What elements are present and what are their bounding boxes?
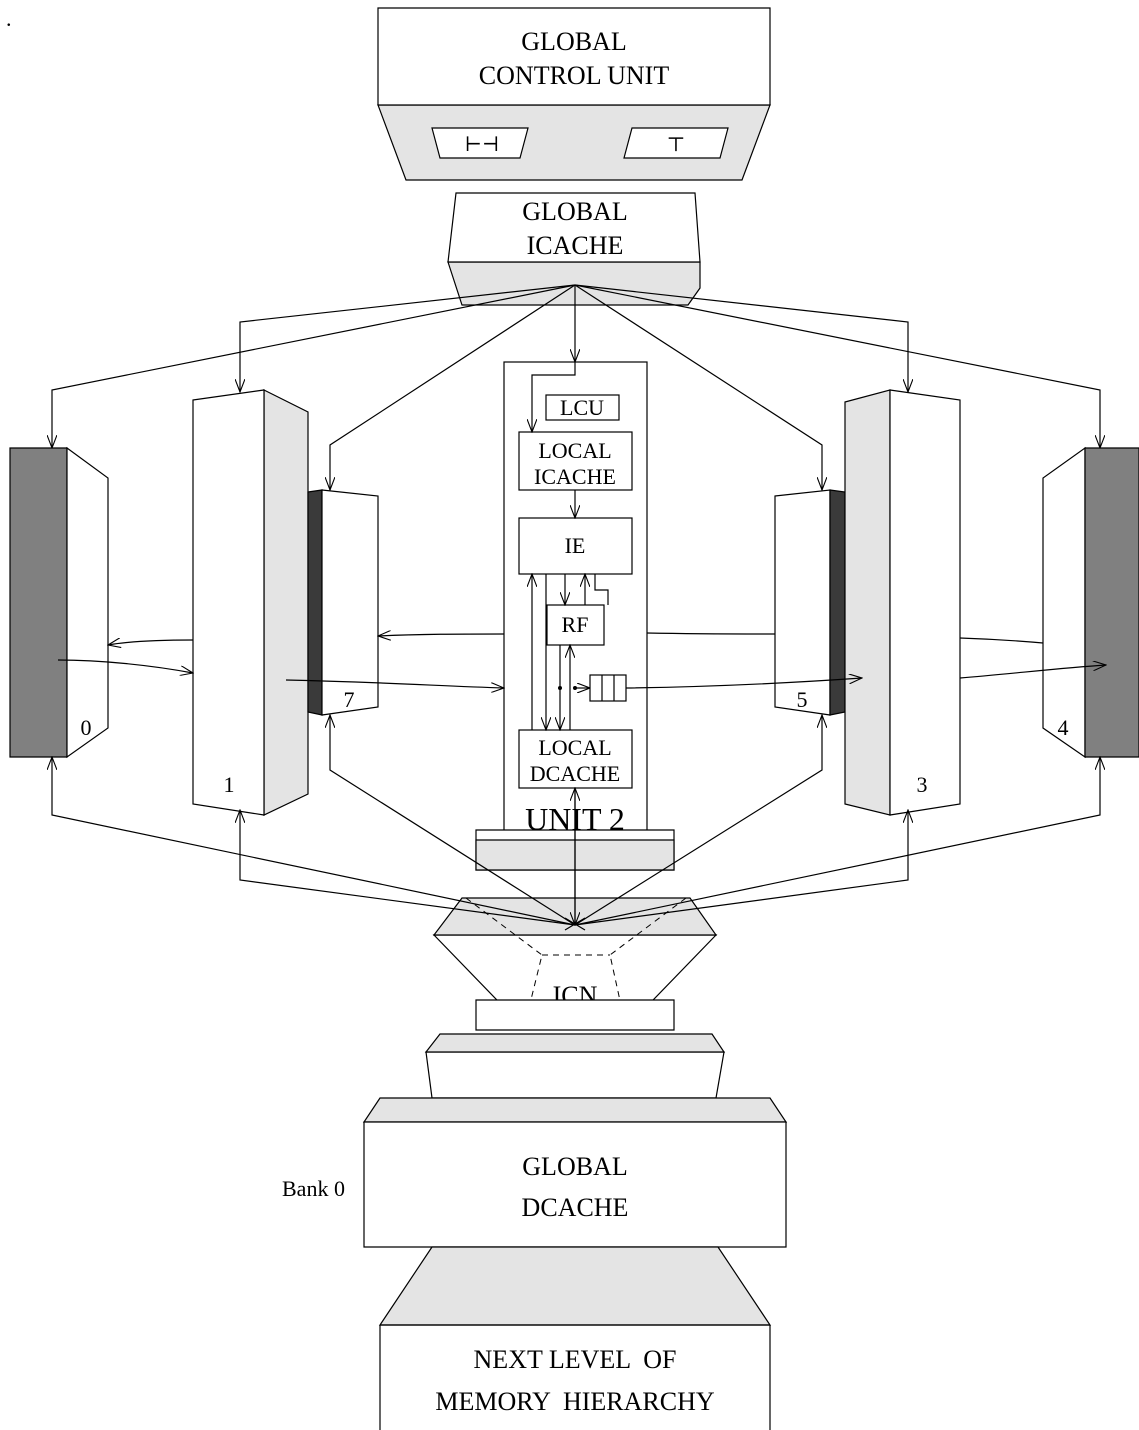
ie-label: IE: [565, 533, 586, 558]
rf-label: RF: [562, 612, 589, 637]
local-icache-line1: LOCAL: [538, 438, 611, 463]
rf-box: [546, 604, 605, 646]
unit-0: 0: [9, 446, 109, 759]
icn-links: [52, 715, 1100, 931]
unit-5: 5: [774, 489, 846, 716]
local-dcache-box: [518, 729, 633, 789]
control-symbol-left: ⊢⊣: [465, 134, 499, 156]
unit-3-label: 3: [917, 772, 928, 797]
global-dcache-line1: GLOBAL: [522, 1152, 627, 1181]
global-dcache: GLOBAL DCACHE Bank 0: [282, 1097, 788, 1248]
unit-1-label: 1: [224, 772, 235, 797]
global-icache: GLOBAL ICACHE: [447, 192, 701, 306]
unit-2: LCU LOCAL ICACHE IE RF LOCAL DCACHE UNIT…: [503, 361, 648, 845]
bank-label: Bank 0: [282, 1176, 345, 1201]
control-window-right: [623, 127, 729, 159]
local-dcache-line1: LOCAL: [538, 735, 611, 760]
global-icache-line1: GLOBAL: [522, 197, 627, 226]
lcu-box: [545, 394, 620, 421]
unit-4-label: 4: [1058, 715, 1069, 740]
unit-3: 3: [844, 389, 961, 816]
bank-stack: [424, 999, 726, 1099]
unit-1: 1: [192, 389, 309, 816]
icache-distribution-lines: [52, 284, 1100, 490]
global-control-title-line2: CONTROL UNIT: [479, 61, 670, 90]
unit-5-label: 5: [797, 687, 808, 712]
global-icache-line2: ICACHE: [527, 231, 624, 260]
local-icache-box: [518, 431, 633, 491]
inter-unit-links: [57, 633, 1106, 688]
global-control-title-line1: GLOBAL: [521, 27, 626, 56]
global-control-unit: ⊢⊣ ⊤ GLOBAL CONTROL UNIT: [377, 7, 771, 181]
output-queue: [589, 674, 627, 702]
unit-0-label: 0: [81, 715, 92, 740]
unit-7-label: 7: [344, 687, 355, 712]
lcu-label: LCU: [560, 395, 604, 420]
global-dcache-line2: DCACHE: [522, 1193, 629, 1222]
unit-7: 7: [307, 489, 379, 716]
unit-4: 4: [1042, 446, 1139, 759]
next-level-line1: NEXT LEVEL OF: [474, 1345, 677, 1374]
control-symbol-right: ⊤: [667, 134, 686, 156]
next-level-line2: MEMORY HIERARCHY: [435, 1387, 715, 1416]
local-icache-line2: ICACHE: [534, 464, 616, 489]
corner-dot: .: [6, 6, 12, 31]
next-level-memory: NEXT LEVEL OF MEMORY HIERARCHY: [378, 1246, 772, 1430]
control-window-left: [431, 127, 529, 159]
local-dcache-line2: DCACHE: [530, 761, 620, 786]
